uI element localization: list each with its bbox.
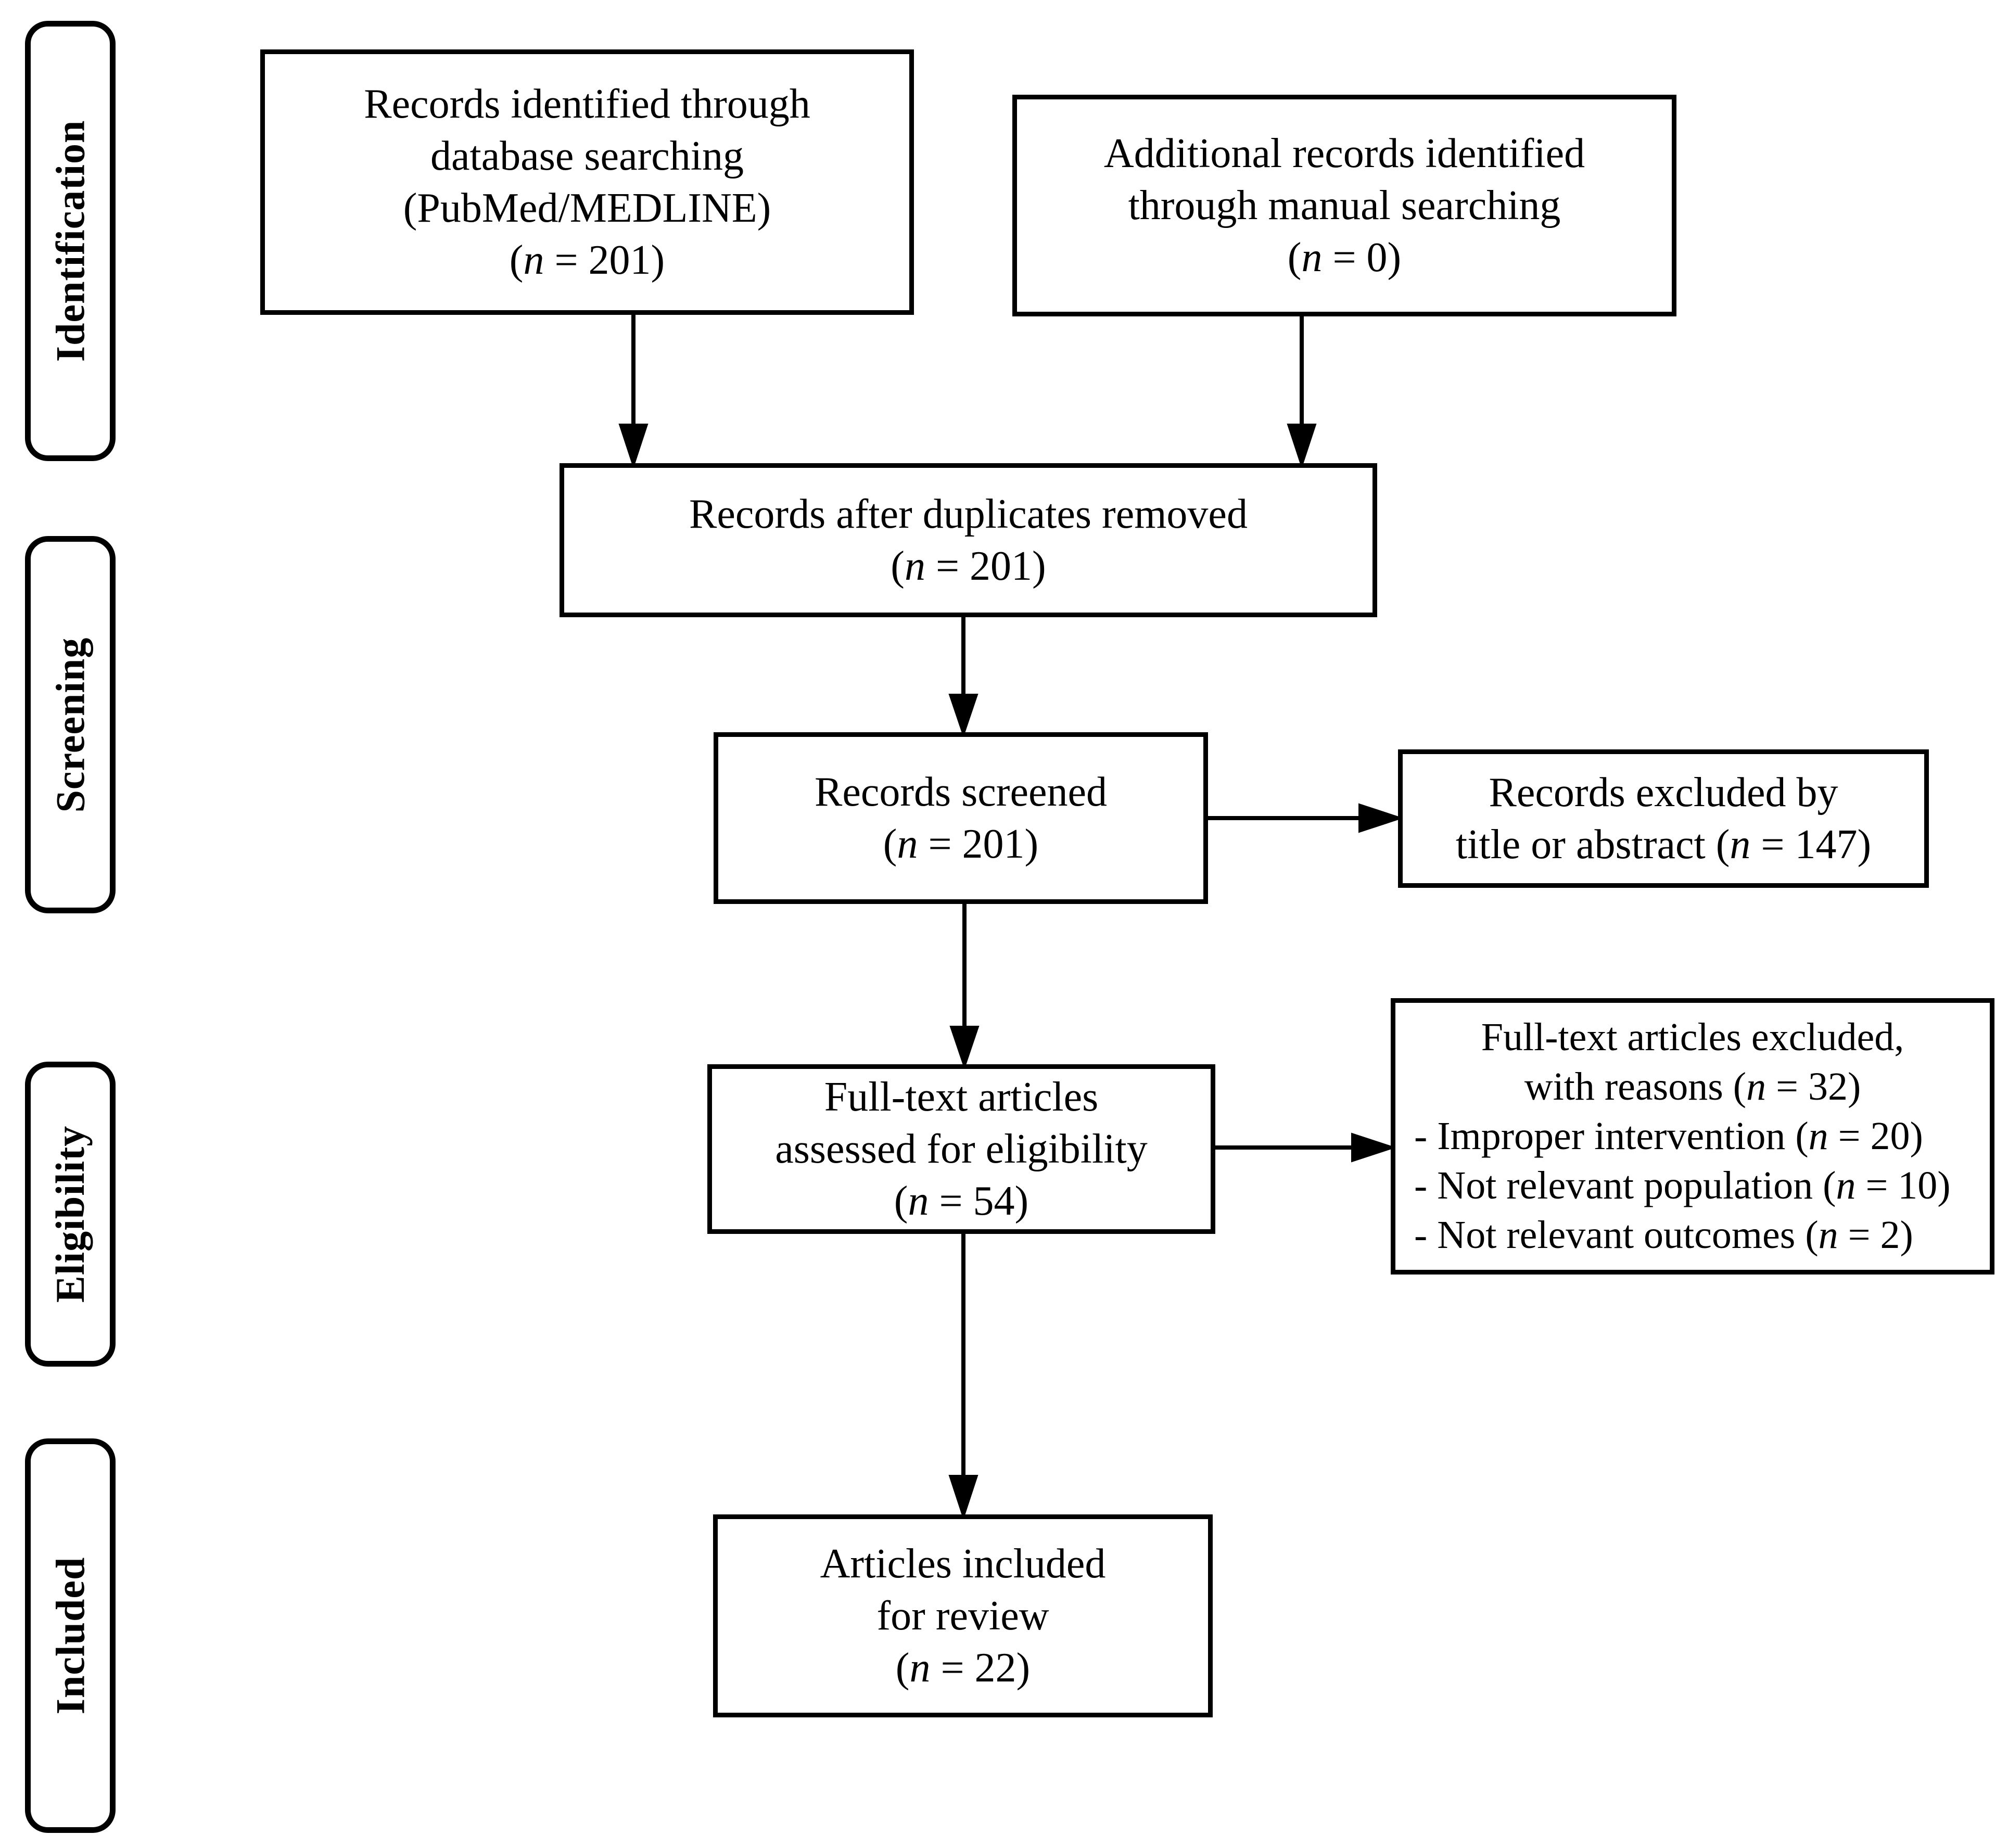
arrowhead-identified-to-dedup xyxy=(618,424,649,469)
box-line: (n = 201) xyxy=(509,237,665,283)
box-line: (n = 201) xyxy=(891,543,1046,589)
box-line: (n = 54) xyxy=(894,1178,1029,1224)
arrowhead-fulltext-to-excluded xyxy=(1351,1132,1396,1163)
box-line-reason: - Not relevant outcomes (n = 2) xyxy=(1414,1213,1913,1257)
box-line: title or abstract (n = 147) xyxy=(1455,822,1872,868)
arrowhead-additional-to-dedup xyxy=(1287,424,1317,469)
box-additional-records: Additional records identified through ma… xyxy=(1012,95,1676,316)
box-records-excluded: Records excluded by title or abstract (n… xyxy=(1398,749,1929,888)
box-line: database searching xyxy=(430,133,744,179)
box-line: (PubMed/MEDLINE) xyxy=(403,185,771,231)
box-line: Additional records identified xyxy=(1103,131,1585,176)
box-line: Records screened xyxy=(815,769,1107,815)
box-line: Records after duplicates removed xyxy=(689,491,1248,537)
box-line: assessed for eligibility xyxy=(775,1126,1148,1172)
box-line: with reasons (n = 32) xyxy=(1524,1065,1861,1108)
box-line: Articles included xyxy=(820,1541,1106,1587)
stage-screening: Screening xyxy=(25,536,116,913)
box-records-screened: Records screened (n = 201) xyxy=(714,732,1208,904)
stage-label-eligibility: Eligibility xyxy=(47,1125,93,1303)
box-articles-included: Articles included for review (n = 22) xyxy=(713,1514,1213,1717)
stage-label-identification: Identification xyxy=(47,120,93,362)
stage-label-screening: Screening xyxy=(47,637,93,812)
stage-identification: Identification xyxy=(25,21,116,461)
box-line: (n = 22) xyxy=(895,1645,1031,1691)
box-line: Records identified through xyxy=(364,81,810,127)
box-line: (n = 201) xyxy=(883,821,1039,867)
box-line: Full-text articles excluded, xyxy=(1481,1015,1904,1059)
box-line: Records excluded by xyxy=(1489,770,1838,815)
stage-included: Included xyxy=(25,1438,116,1833)
arrowhead-screened-to-excluded xyxy=(1358,803,1404,833)
box-records-identified: Records identified through database sear… xyxy=(260,49,914,315)
box-line: (n = 0) xyxy=(1287,235,1402,281)
box-line-reason: - Improper intervention (n = 20) xyxy=(1414,1114,1923,1158)
box-fulltext-assessed: Full-text articles assessed for eligibil… xyxy=(707,1064,1215,1234)
box-line: through manual searching xyxy=(1128,183,1561,228)
arrowhead-fulltext-to-included xyxy=(948,1475,978,1520)
box-duplicates-removed: Records after duplicates removed (n = 20… xyxy=(560,463,1377,617)
stage-eligibility: Eligibility xyxy=(25,1062,116,1367)
box-line-reason: - Not relevant population (n = 10) xyxy=(1414,1164,1951,1207)
box-fulltext-excluded: Full-text articles excluded, with reason… xyxy=(1391,998,1994,1275)
stage-label-included: Included xyxy=(47,1557,93,1715)
arrowhead-screened-to-fulltext xyxy=(949,1026,980,1070)
box-line: for review xyxy=(876,1593,1049,1639)
box-line: Full-text articles xyxy=(824,1074,1099,1120)
arrowhead-dedup-to-screened xyxy=(948,694,978,738)
